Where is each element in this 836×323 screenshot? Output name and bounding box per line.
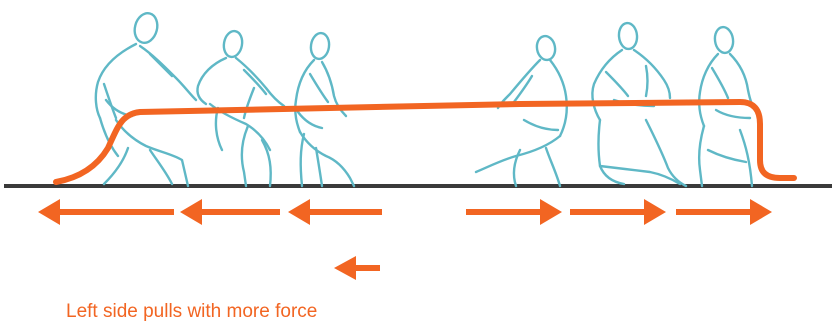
force-arrow-left bbox=[38, 199, 174, 225]
person-figure bbox=[96, 11, 196, 186]
force-arrow-right bbox=[466, 199, 562, 225]
net-force-arrow bbox=[334, 256, 380, 280]
left-team-force-arrows bbox=[38, 199, 382, 225]
force-arrow-left bbox=[288, 199, 382, 225]
left-team bbox=[96, 11, 354, 186]
force-arrow-right bbox=[676, 199, 772, 225]
person-figure bbox=[476, 35, 567, 186]
force-arrow-left bbox=[180, 199, 280, 225]
force-arrow-right bbox=[570, 199, 666, 225]
right-team-force-arrows bbox=[466, 199, 772, 225]
caption: Left side pulls with more force bbox=[66, 301, 317, 323]
rope bbox=[56, 102, 794, 182]
